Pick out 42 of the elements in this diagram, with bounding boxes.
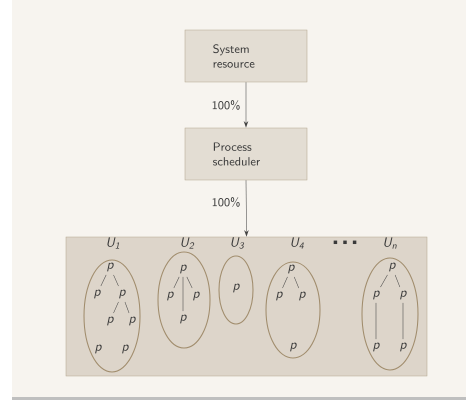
tree-line	[113, 302, 119, 314]
process-box: Process scheduler	[184, 128, 308, 180]
process-label: p	[180, 264, 187, 274]
process-label: p	[290, 342, 297, 352]
process-label: p	[233, 284, 240, 292]
process-label: p	[107, 262, 114, 272]
process-label: p	[299, 292, 306, 300]
process-label: p	[122, 344, 129, 354]
process-label: p	[276, 292, 283, 300]
process-label: p	[389, 262, 396, 272]
process-label: p	[180, 314, 187, 324]
process-label: p	[95, 344, 102, 354]
process-label: p	[400, 342, 407, 352]
user-label: U$_{1}$	[107, 237, 120, 249]
tree-line	[394, 274, 400, 288]
tree-line	[402, 302, 404, 340]
tree-line	[124, 302, 130, 314]
process-label: p	[94, 290, 101, 298]
tree-line	[174, 276, 180, 288]
user-label: U$_{4}$	[291, 237, 304, 249]
user-label: U$_{3}$	[231, 237, 244, 249]
process-box: System resource	[184, 30, 308, 82]
process-label: p	[373, 290, 380, 300]
ellipsis: •••	[334, 240, 356, 244]
tree-line	[380, 274, 388, 288]
process-label: p	[400, 290, 407, 300]
tree-line	[282, 276, 288, 288]
tree-line	[294, 276, 300, 288]
process-label: p	[167, 292, 174, 300]
user-panel	[66, 236, 428, 376]
tree-line	[182, 276, 184, 312]
process-label: p	[129, 316, 136, 326]
process-label: p	[119, 290, 126, 298]
tree-line	[100, 274, 106, 286]
tree-line	[186, 276, 192, 288]
user-label: U$_{2}$	[181, 237, 194, 249]
process-label: p	[373, 342, 380, 352]
tree-line	[113, 274, 119, 286]
user-label: U$_{n}$	[384, 237, 397, 249]
process-label: p	[193, 292, 200, 300]
process-label: p	[288, 264, 295, 274]
process-label: p	[107, 316, 114, 326]
